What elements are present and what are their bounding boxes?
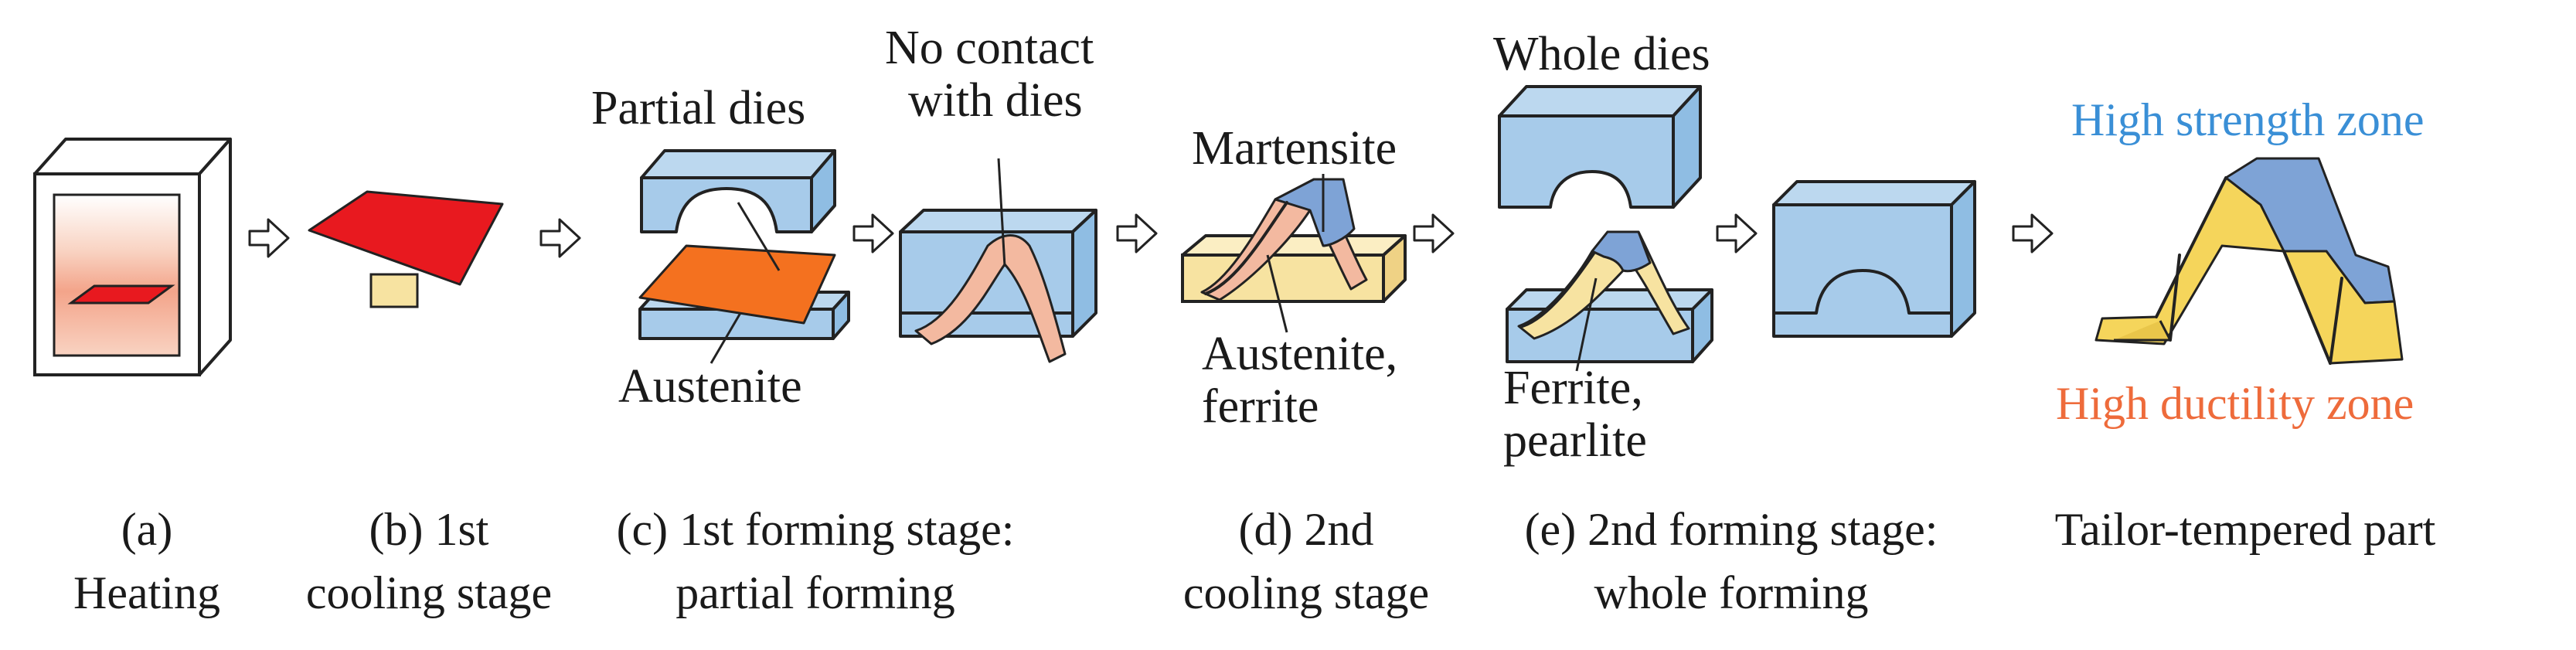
label-no-contact-line1: No contact bbox=[885, 22, 1094, 74]
label-austenite-ferrite-line2: ferrite bbox=[1202, 380, 1319, 433]
label-martensite: Martensite bbox=[1192, 122, 1397, 175]
label-high-strength-zone: High strength zone bbox=[2071, 94, 2425, 145]
second-cooling-part bbox=[1181, 174, 1407, 333]
partial-dies-open bbox=[638, 149, 850, 364]
partial-forming-closed bbox=[899, 158, 1097, 363]
arrow-icon bbox=[1116, 213, 1158, 254]
caption-d-line2: cooling stage bbox=[1183, 567, 1429, 618]
tailor-tempered-part bbox=[2094, 157, 2404, 365]
arrow-icon bbox=[852, 213, 894, 254]
arrow-icon bbox=[2012, 213, 2054, 254]
caption-e-line1: (e) 2nd forming stage: bbox=[1525, 504, 1938, 555]
caption-b-line2: cooling stage bbox=[306, 567, 552, 618]
label-no-contact-line2: with dies bbox=[908, 74, 1083, 127]
caption-a-line1: (a) bbox=[121, 504, 173, 555]
furnace-icon bbox=[33, 138, 232, 376]
label-high-ductility-zone: High ductility zone bbox=[2056, 378, 2414, 429]
arrow-icon bbox=[1716, 213, 1758, 254]
label-ferrite-pearlite-line1: Ferrite, bbox=[1503, 362, 1643, 414]
label-austenite-ferrite-line1: Austenite, bbox=[1202, 328, 1397, 380]
caption-c-line1: (c) 1st forming stage: bbox=[617, 504, 1015, 555]
arrow-icon bbox=[1413, 213, 1455, 254]
martensite-zone bbox=[1274, 178, 1356, 247]
arrow-icon bbox=[248, 218, 290, 258]
label-ferrite-pearlite-line2: pearlite bbox=[1503, 414, 1647, 467]
caption-tailor-tempered-part: Tailor-tempered part bbox=[2055, 504, 2436, 555]
arrow-icon bbox=[539, 218, 581, 258]
caption-a-line2: Heating bbox=[73, 567, 220, 618]
label-whole-dies: Whole dies bbox=[1493, 28, 1710, 80]
caption-c-line2: partial forming bbox=[675, 567, 955, 618]
label-austenite: Austenite bbox=[618, 360, 802, 413]
formed-austenite-blank bbox=[914, 234, 1067, 363]
label-partial-dies: Partial dies bbox=[591, 82, 805, 134]
whole-dies-closed bbox=[1772, 180, 1976, 338]
heated-blank-in-furnace bbox=[67, 284, 175, 305]
whole-dies-open bbox=[1498, 85, 1713, 372]
first-cooling-blank bbox=[308, 190, 504, 308]
caption-b-line1: (b) 1st bbox=[369, 504, 489, 555]
caption-e-line2: whole forming bbox=[1594, 567, 1869, 618]
caption-d-line1: (d) 2nd bbox=[1239, 504, 1374, 555]
austenite-blank bbox=[638, 244, 836, 325]
